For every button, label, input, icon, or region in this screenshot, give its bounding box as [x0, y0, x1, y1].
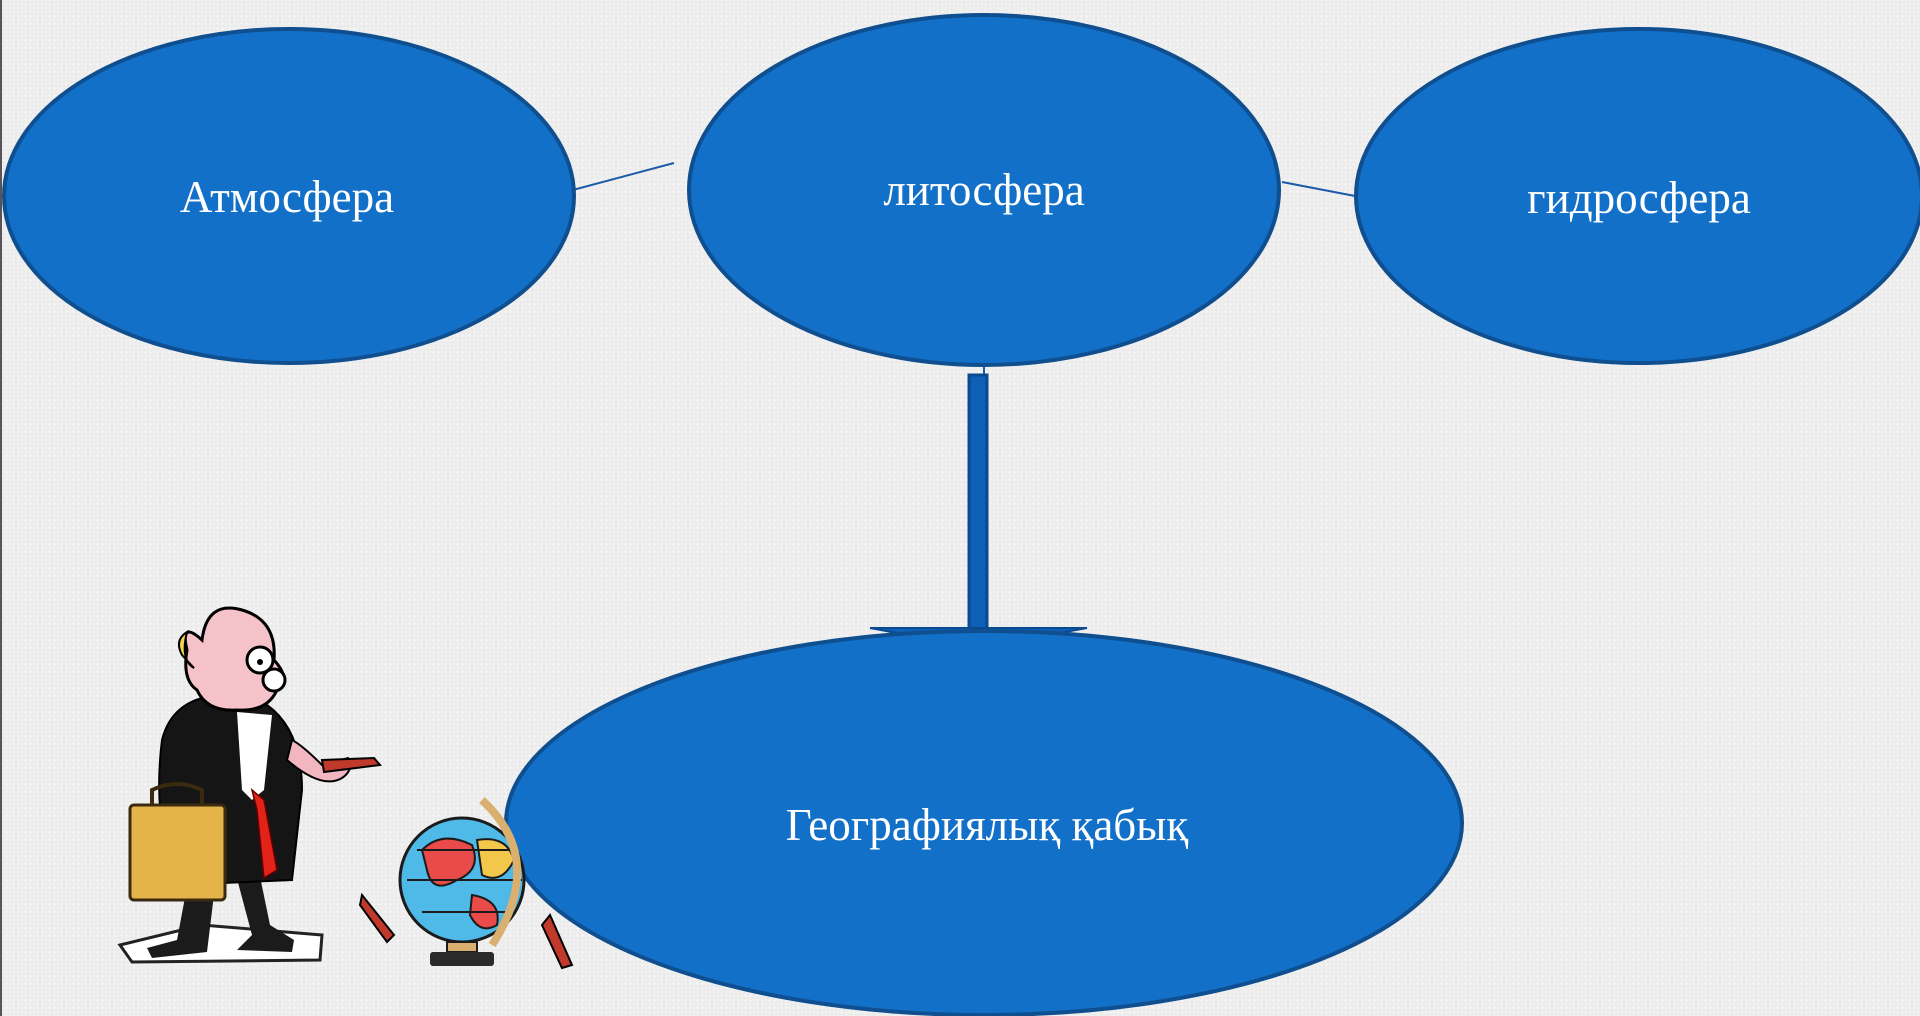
geographic-envelope-label: Географиялық қабық — [785, 800, 1189, 850]
node-lithosphere — [687, 13, 1281, 367]
lithosphere-label: литосфера — [883, 165, 1085, 215]
professor-with-globe-icon — [117, 606, 574, 970]
node-atmosphere — [2, 27, 576, 365]
hydrosphere-label: гидросфера — [1527, 173, 1751, 223]
arrow-down — [869, 373, 1088, 650]
node-hydrosphere — [1354, 27, 1920, 365]
connector-lithosphere-hydrosphere — [1281, 181, 1356, 197]
atmosphere-label: Атмосфера — [179, 172, 395, 222]
